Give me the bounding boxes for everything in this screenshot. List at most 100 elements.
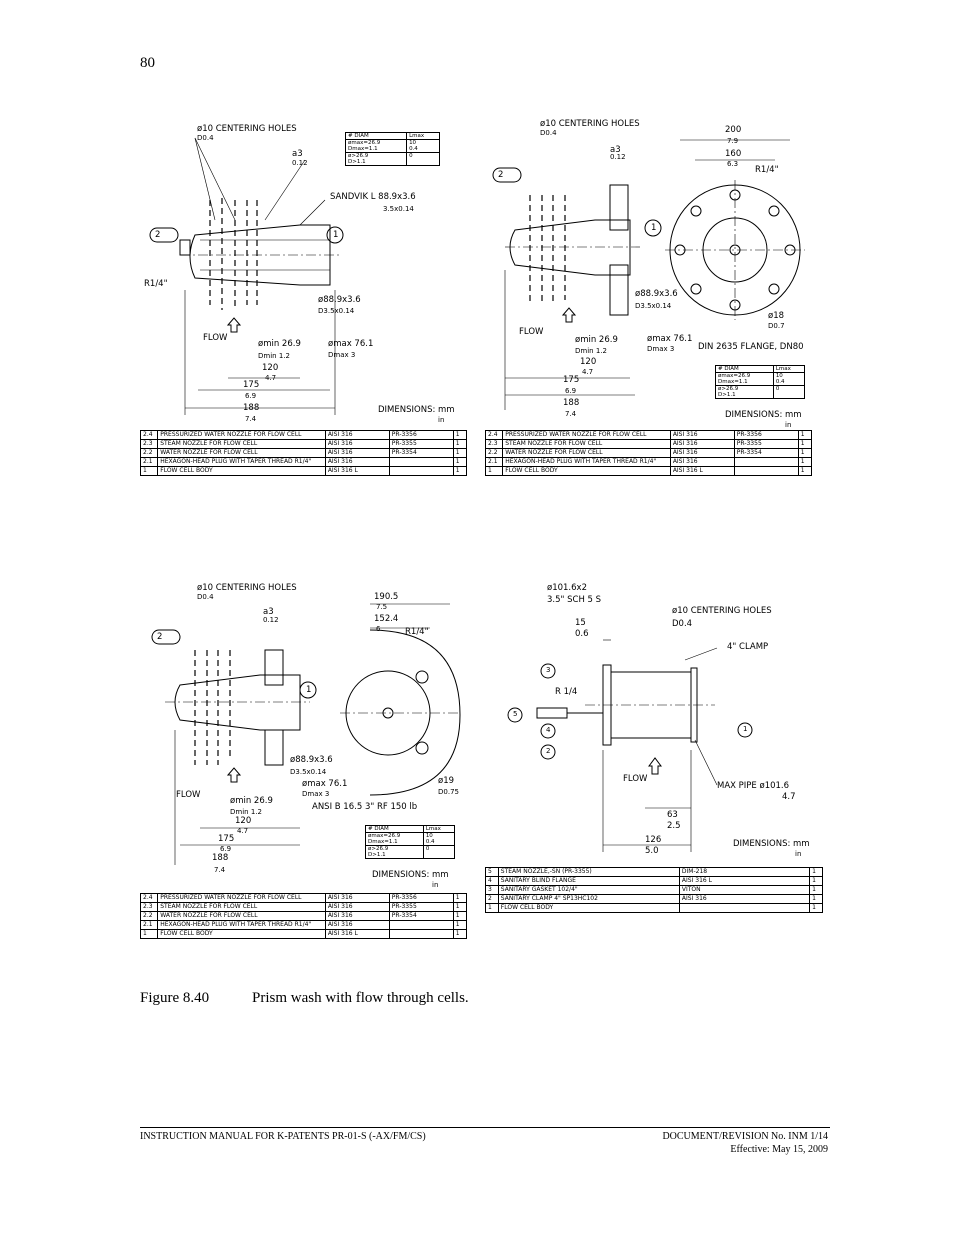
bom-cell: FLOW CELL BODY	[497, 903, 680, 913]
footer-effective-date: Effective: May 15, 2009	[730, 1144, 828, 1155]
dia-r1d: 0.4	[775, 379, 785, 385]
bom-cell: AISI 316	[669, 430, 735, 440]
bom-cell: AISI 316	[324, 439, 390, 449]
bom-cell: 2.3	[139, 902, 159, 912]
surface-in-label: 0.12	[610, 153, 626, 161]
dia-r2c: 0	[422, 845, 456, 859]
surface-label: a3	[292, 149, 303, 159]
bom-cell	[388, 929, 454, 939]
surface-label: a3	[263, 607, 274, 617]
dia-r1a: ømax=26.9	[348, 140, 381, 146]
width-200-label: 200	[725, 125, 742, 135]
drawing-flow-cell-din-flange: ø10 CENTERING HOLES D0.4 a3 0.12 200 7.9…	[484, 120, 815, 485]
dia-r2b: D>1.1	[348, 159, 366, 165]
thread-label: R1/4"	[144, 279, 168, 289]
outer-diameter-in-label: D3.5x0.14	[290, 768, 327, 776]
bom-cell: 1	[484, 466, 504, 476]
dia-header-1: # DIAM	[344, 132, 408, 140]
outer-diameter-in-label: D3.5x0.14	[318, 307, 355, 315]
bom-cell: STEAM NOZZLE FOR FLOW CELL	[157, 902, 326, 912]
drawing-flow-cell-sanitary: ø101.6x2 3.5" SCH 5 S 15 0.6 ø10 CENTERI…	[485, 580, 825, 925]
bom-cell: AISI 316	[678, 894, 811, 904]
bom-cell: PR-3354	[388, 911, 454, 921]
bom-cell: 1	[452, 430, 468, 440]
bom-cell: AISI 316 L	[669, 466, 735, 476]
dia-r1b: Dmax=1.1	[368, 839, 398, 845]
bom-cell: 2.2	[139, 448, 159, 458]
bom-cell: 1	[452, 466, 468, 476]
bom-cell: 1	[809, 894, 823, 904]
bom-cell: 1	[797, 448, 813, 458]
length-175-label: 175	[563, 375, 580, 385]
bom-cell: 1	[485, 903, 499, 913]
bom-cell: PR-3356	[388, 893, 454, 903]
bom-cell: AISI 316	[669, 439, 735, 449]
bom-cell: 3	[485, 885, 499, 895]
bom-cell: PR-3356	[733, 430, 799, 440]
bom-cell: 2.4	[484, 430, 504, 440]
bom-cell: WATER NOZZLE FOR FLOW CELL	[157, 448, 326, 458]
flow-label: FLOW	[203, 333, 228, 343]
bom-cell: AISI 316 L	[324, 929, 390, 939]
length-126-label: 126	[645, 835, 662, 845]
width-190-label: 190.5	[374, 592, 399, 602]
thread-label: R1/4"	[755, 165, 779, 175]
surface-in-label: 0.12	[263, 616, 279, 624]
dimensions-in-label: in	[438, 416, 445, 424]
bom-cell: 1	[452, 911, 468, 921]
page-number: 80	[140, 55, 155, 71]
bom-cell: 1	[809, 867, 823, 877]
dia-r1b: Dmax=1.1	[718, 379, 748, 385]
length-15-label: 15	[575, 618, 586, 628]
dia-r1a: ømax=26.9	[368, 833, 401, 839]
length-120-label: 120	[235, 816, 252, 826]
dimensions-label: DIMENSIONS: mm	[378, 405, 455, 415]
width-152-in-label: 6	[376, 625, 381, 633]
bom-cell: 2.1	[484, 457, 504, 467]
bom-cell: 2.4	[139, 430, 159, 440]
hole-19-label: ø19	[438, 776, 455, 786]
bom-cell: VITON	[678, 885, 811, 895]
bom-cell: STEAM NOZZLE FOR FLOW CELL	[157, 439, 326, 449]
max-diameter-in-label: Dmax 3	[328, 351, 356, 359]
dia-r1a: ømax=26.9	[718, 373, 751, 379]
bom-cell	[388, 457, 454, 467]
outer-diameter-label: ø88.9x3.6	[318, 295, 361, 305]
dimensions-in-label: in	[785, 421, 792, 429]
bom-cell: 1	[452, 457, 468, 467]
dia-r2a: ø>26.9	[718, 386, 739, 392]
dia-r1c: 10	[775, 373, 783, 379]
length-188-in-label: 7.4	[214, 866, 226, 874]
dimensions-in-label: in	[432, 881, 439, 889]
bom-cell: 2.1	[139, 920, 159, 930]
width-190-in-label: 7.5	[376, 603, 388, 611]
bom-cell: 4	[485, 876, 499, 886]
hole-18-label: ø18	[768, 311, 785, 321]
length-120-in-label: 4.7	[582, 368, 594, 376]
flow-label: FLOW	[623, 774, 648, 784]
length-63-in-label: 2.5	[667, 821, 681, 831]
dimensions-in-label: in	[795, 850, 802, 858]
dimensions-label: DIMENSIONS: mm	[725, 410, 802, 420]
footer-document-revision: DOCUMENT/REVISION No. INM 1/14	[662, 1131, 828, 1142]
pipe-label: ø101.6x2	[547, 583, 587, 593]
bom-cell: 2.1	[139, 457, 159, 467]
centering-holes-d-label: D0.4	[197, 593, 214, 601]
outer-diameter-in-label: D3.5x0.14	[635, 302, 672, 310]
bom-cell: PR-3355	[388, 439, 454, 449]
length-15-in-label: 0.6	[575, 629, 589, 639]
bom-cell: AISI 316	[324, 920, 390, 930]
flow-label: FLOW	[519, 327, 544, 337]
bom-cell: FLOW CELL BODY	[157, 466, 326, 476]
bom-cell: PR-3354	[388, 448, 454, 458]
